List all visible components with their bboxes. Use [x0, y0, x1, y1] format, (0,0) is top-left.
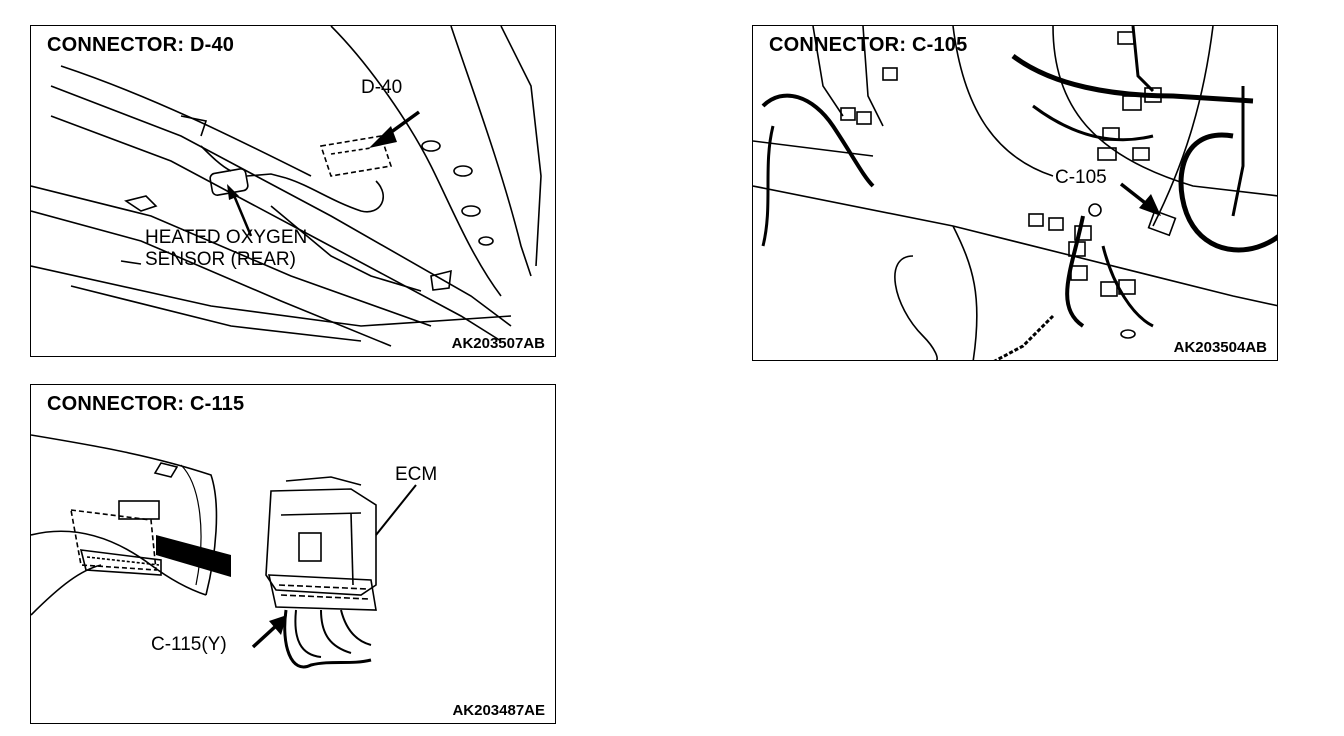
- panel-title: CONNECTOR: C-105: [769, 34, 968, 56]
- panel-title: CONNECTOR: D-40: [47, 34, 235, 56]
- figure-code: AK203487AE: [452, 702, 545, 719]
- panel-connector-d40: CONNECTOR: D-40 D-40 HEATED OXYGEN SENSO…: [30, 25, 556, 357]
- callout-heated-oxygen: HEATED OXYGEN: [145, 227, 308, 248]
- figure-code: AK203507AB: [451, 335, 545, 352]
- callout-d40: D-40: [361, 77, 403, 98]
- underbody-exhaust-sensor-drawing: [31, 26, 542, 347]
- callout-c105: C-105: [1055, 167, 1107, 188]
- figure-code: AK203504AB: [1173, 339, 1267, 356]
- callout-c115-y: C-115(Y): [151, 634, 227, 655]
- callout-ecm: ECM: [395, 464, 438, 485]
- ecm-dashboard-drawing: [31, 434, 417, 669]
- engine-harness-connectors-drawing: [753, 26, 1277, 360]
- panel-connector-c115: CONNECTOR: C-115 ECM C-115(Y) AK203487AE: [30, 384, 556, 724]
- panel-connector-c105: CONNECTOR: C-105 C-105 AK203504AB: [752, 25, 1278, 361]
- callout-sensor-rear: SENSOR (REAR): [145, 249, 296, 270]
- panel-title: CONNECTOR: C-115: [47, 393, 245, 415]
